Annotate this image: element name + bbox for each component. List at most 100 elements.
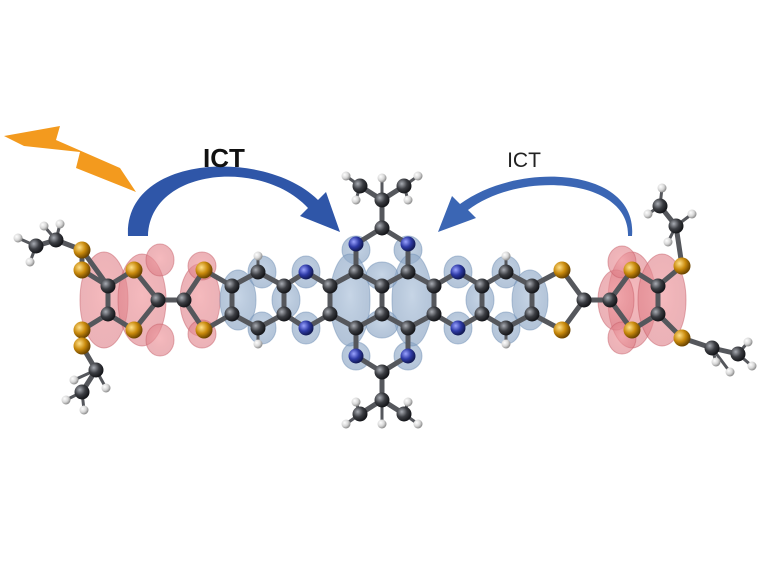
- curved-arrow-left-icon: [438, 176, 633, 236]
- sulfur-atom: [73, 337, 91, 355]
- hydrogen-atom: [377, 173, 387, 183]
- carbon-atom: [322, 306, 338, 322]
- carbon-atom: [224, 306, 240, 322]
- hydrogen-atom: [377, 419, 387, 429]
- curved-arrow-right-icon: [127, 166, 340, 236]
- carbon-atom: [28, 238, 44, 254]
- carbon-atom: [498, 320, 514, 336]
- hydrogen-atom: [61, 395, 71, 405]
- sulfur-atom: [553, 261, 571, 279]
- carbon-atom: [730, 346, 746, 362]
- carbon-atom: [348, 264, 364, 280]
- carbon-atom: [276, 278, 292, 294]
- hydrogen-atom: [413, 171, 423, 181]
- carbon-atom: [348, 320, 364, 336]
- carbon-atom: [48, 232, 64, 248]
- sulfur-atom: [195, 261, 213, 279]
- carbon-atom: [426, 306, 442, 322]
- nitrogen-atom: [450, 320, 466, 336]
- carbon-atom: [74, 384, 90, 400]
- sulfur-atom: [73, 241, 91, 259]
- hydrogen-atom: [25, 257, 35, 267]
- carbon-atom: [396, 178, 412, 194]
- hydrogen-atom: [39, 221, 49, 231]
- nitrogen-atom: [298, 264, 314, 280]
- carbon-atom: [576, 292, 592, 308]
- carbon-atom: [352, 178, 368, 194]
- hydrogen-atom: [747, 361, 757, 371]
- sulfur-atom: [673, 329, 691, 347]
- sulfur-atom: [125, 321, 143, 339]
- carbon-atom: [352, 406, 368, 422]
- nitrogen-atom: [400, 348, 416, 364]
- hydrogen-atom: [253, 251, 263, 261]
- hydrogen-atom: [253, 339, 263, 349]
- carbon-atom: [374, 364, 390, 380]
- sulfur-atom: [623, 261, 641, 279]
- hydrogen-atom: [341, 171, 351, 181]
- hydrogen-atom: [643, 209, 653, 219]
- hydrogen-atom: [101, 383, 111, 393]
- carbon-atom: [498, 264, 514, 280]
- sulfur-atom: [73, 321, 91, 339]
- carbon-atom: [668, 218, 684, 234]
- carbon-atom: [88, 362, 104, 378]
- carbon-atom: [396, 406, 412, 422]
- nitrogen-atom: [298, 320, 314, 336]
- carbon-atom: [704, 340, 720, 356]
- carbon-atom: [176, 292, 192, 308]
- hydrogen-atom: [351, 195, 361, 205]
- carbon-atom: [374, 220, 390, 236]
- carbon-atom: [524, 278, 540, 294]
- nitrogen-atom: [348, 348, 364, 364]
- carbon-atom: [250, 264, 266, 280]
- nitrogen-atom: [400, 236, 416, 252]
- carbon-atom: [602, 292, 618, 308]
- hydrogen-atom: [13, 233, 23, 243]
- sulfur-atom: [673, 257, 691, 275]
- hydrogen-atom: [403, 397, 413, 407]
- carbon-atom: [224, 278, 240, 294]
- sulfur-atom: [195, 321, 213, 339]
- hydrogen-atom: [403, 195, 413, 205]
- carbon-atom: [426, 278, 442, 294]
- hydrogen-atom: [687, 209, 697, 219]
- carbon-atom: [322, 278, 338, 294]
- nitrogen-atom: [450, 264, 466, 280]
- donor-orbital-lobe: [637, 253, 687, 347]
- carbon-atom: [650, 278, 666, 294]
- hydrogen-atom: [725, 367, 735, 377]
- sulfur-atom: [73, 261, 91, 279]
- carbon-atom: [652, 198, 668, 214]
- hydrogen-atom: [711, 357, 721, 367]
- carbon-atom: [374, 192, 390, 208]
- carbon-atom: [374, 392, 390, 408]
- hydrogen-atom: [413, 419, 423, 429]
- carbon-atom: [474, 278, 490, 294]
- carbon-atom: [650, 306, 666, 322]
- hydrogen-atom: [501, 251, 511, 261]
- donor-orbital-lobe: [145, 323, 175, 357]
- sulfur-atom: [553, 321, 571, 339]
- carbon-atom: [250, 320, 266, 336]
- hydrogen-atom: [69, 375, 79, 385]
- carbon-atom: [374, 306, 390, 322]
- ict-label-weak: ICT: [507, 149, 541, 172]
- hydrogen-atom: [341, 419, 351, 429]
- donor-orbital-lobe: [145, 243, 175, 277]
- molecule-atoms: [13, 171, 757, 429]
- carbon-atom: [400, 320, 416, 336]
- hydrogen-atom: [663, 237, 673, 247]
- carbon-atom: [276, 306, 292, 322]
- hydrogen-atom: [351, 397, 361, 407]
- sulfur-atom: [623, 321, 641, 339]
- hydrogen-atom: [55, 219, 65, 229]
- hydrogen-atom: [743, 337, 753, 347]
- hydrogen-atom: [79, 405, 89, 415]
- ict-label-strong: ICT: [203, 143, 245, 173]
- carbon-atom: [524, 306, 540, 322]
- nitrogen-atom: [348, 236, 364, 252]
- carbon-atom: [374, 278, 390, 294]
- hydrogen-atom: [657, 183, 667, 193]
